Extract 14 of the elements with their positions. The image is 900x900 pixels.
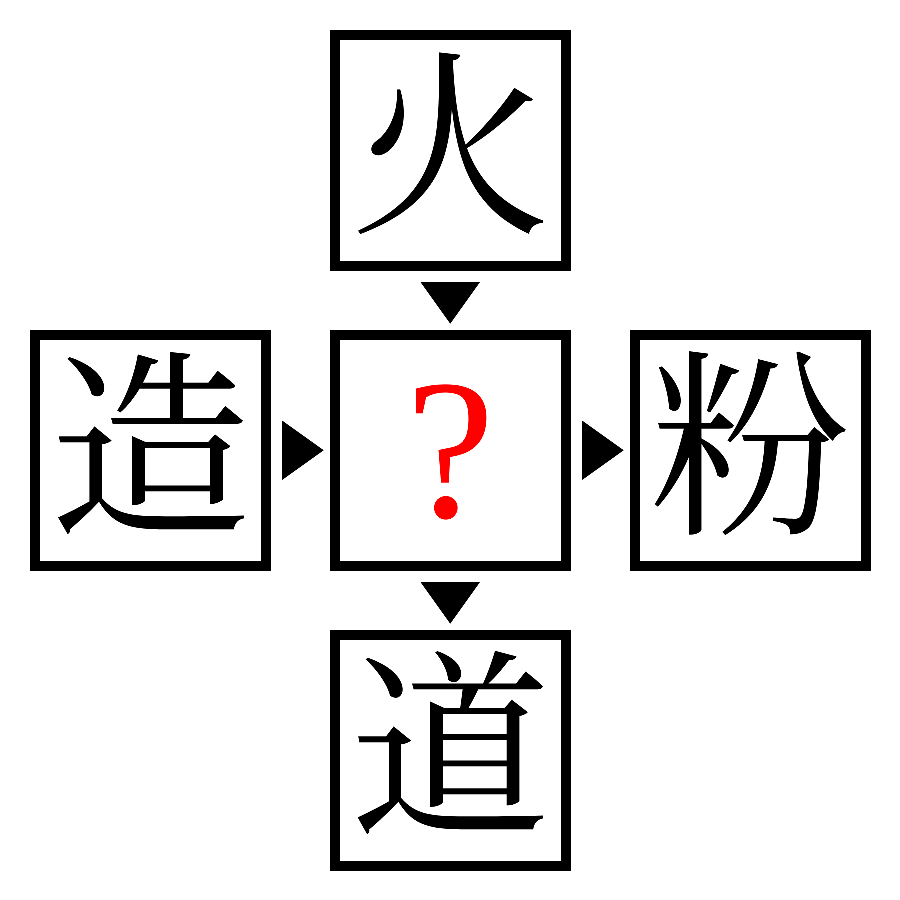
arrow [282,420,324,480]
kanji-character: 道 [350,650,550,850]
arrow [420,582,480,624]
character-box [330,330,571,571]
character-box [630,330,871,571]
arrow [420,282,480,324]
character-box [330,30,571,271]
arrow [582,420,624,480]
kanji-character: 粉 [650,350,850,550]
character-box [30,330,271,571]
question-mark: ? [406,350,495,550]
kanji-character: 火 [350,50,550,250]
character-box [330,630,571,871]
kanji-character: 造 [50,350,250,550]
